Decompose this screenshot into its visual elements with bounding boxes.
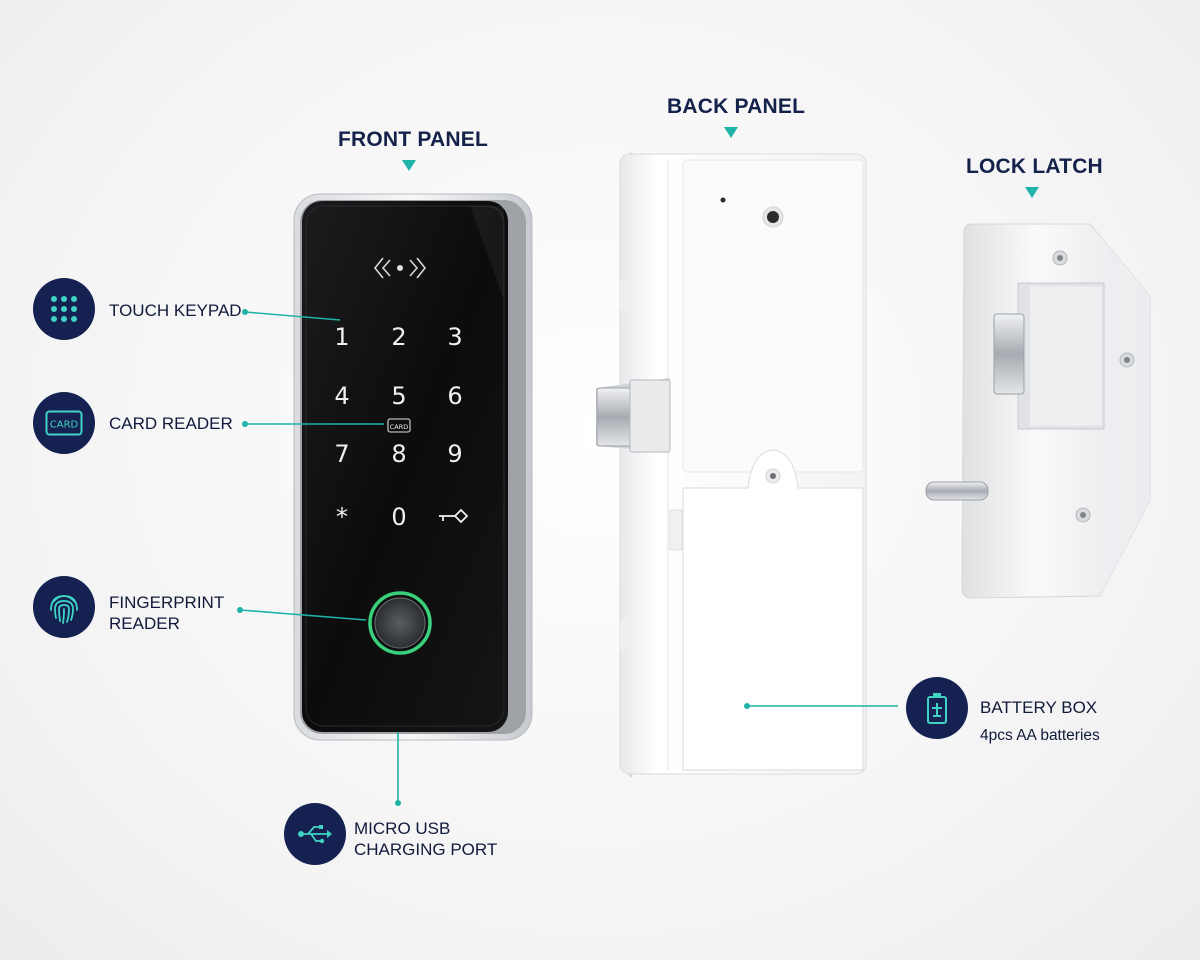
lock-latch-device [925,223,1151,599]
key-icon[interactable] [439,508,469,524]
fingerprint-icon [50,595,78,624]
front-panel-title: FRONT PANEL [338,128,488,151]
key-5[interactable]: 5 [391,382,406,410]
card-tag-outline [387,418,411,433]
lock-latch-marker [1025,187,1039,198]
card-tag-text: CARD [390,423,409,431]
key-star[interactable]: * [336,503,348,531]
usb-icon [298,825,332,844]
battery-icon [927,693,947,724]
key-3[interactable]: 3 [447,323,462,351]
usb-badge [284,803,346,865]
touch-keypad-label: TOUCH KEYPAD [109,301,242,320]
key-6[interactable]: 6 [447,382,462,410]
usb-label-line2: CHARGING PORT [354,840,498,859]
usb-label: MICRO USB CHARGING PORT [354,818,497,860]
fingerprint-ring [368,591,432,655]
callout-fingerprint [239,609,367,621]
key-0[interactable]: 0 [391,503,406,531]
nfc-icon [373,257,427,279]
front-panel-marker [402,160,416,171]
card-reader-label: CARD READER [109,414,233,433]
key-8[interactable]: 8 [391,440,406,468]
fingerprint-label-line1: FINGERPRINT [109,593,225,612]
callout-touch-keypad [244,311,341,321]
lock-latch-title: LOCK LATCH [966,155,1103,178]
fingerprint-label: FINGERPRINT READER [109,592,224,634]
fingerprint-sensor[interactable] [374,597,426,649]
card-icon: CARD [45,410,83,436]
fingerprint-badge [33,576,95,638]
key-7[interactable]: 7 [334,440,349,468]
battery-badge [906,677,968,739]
key-4[interactable]: 4 [334,382,349,410]
fingerprint-label-line2: READER [109,614,180,633]
usb-label-line1: MICRO USB [354,819,451,838]
key-2[interactable]: 2 [391,323,406,351]
back-panel-marker [724,127,738,138]
key-1[interactable]: 1 [334,323,349,351]
keypad: 1 2 3 4 5 6 7 8 9 * 0 [334,323,462,531]
back-panel-device [596,152,867,778]
battery-box-sub: 4pcs AA batteries [980,727,1100,744]
keypad-grid-icon [51,296,77,322]
card-icon-text: CARD [50,420,79,431]
touch-keypad-badge [33,278,95,340]
back-panel-title: BACK PANEL [667,95,806,118]
card-reader-badge: CARD [33,392,95,454]
key-9[interactable]: 9 [447,440,462,468]
battery-box-label: BATTERY BOX [980,698,1098,717]
